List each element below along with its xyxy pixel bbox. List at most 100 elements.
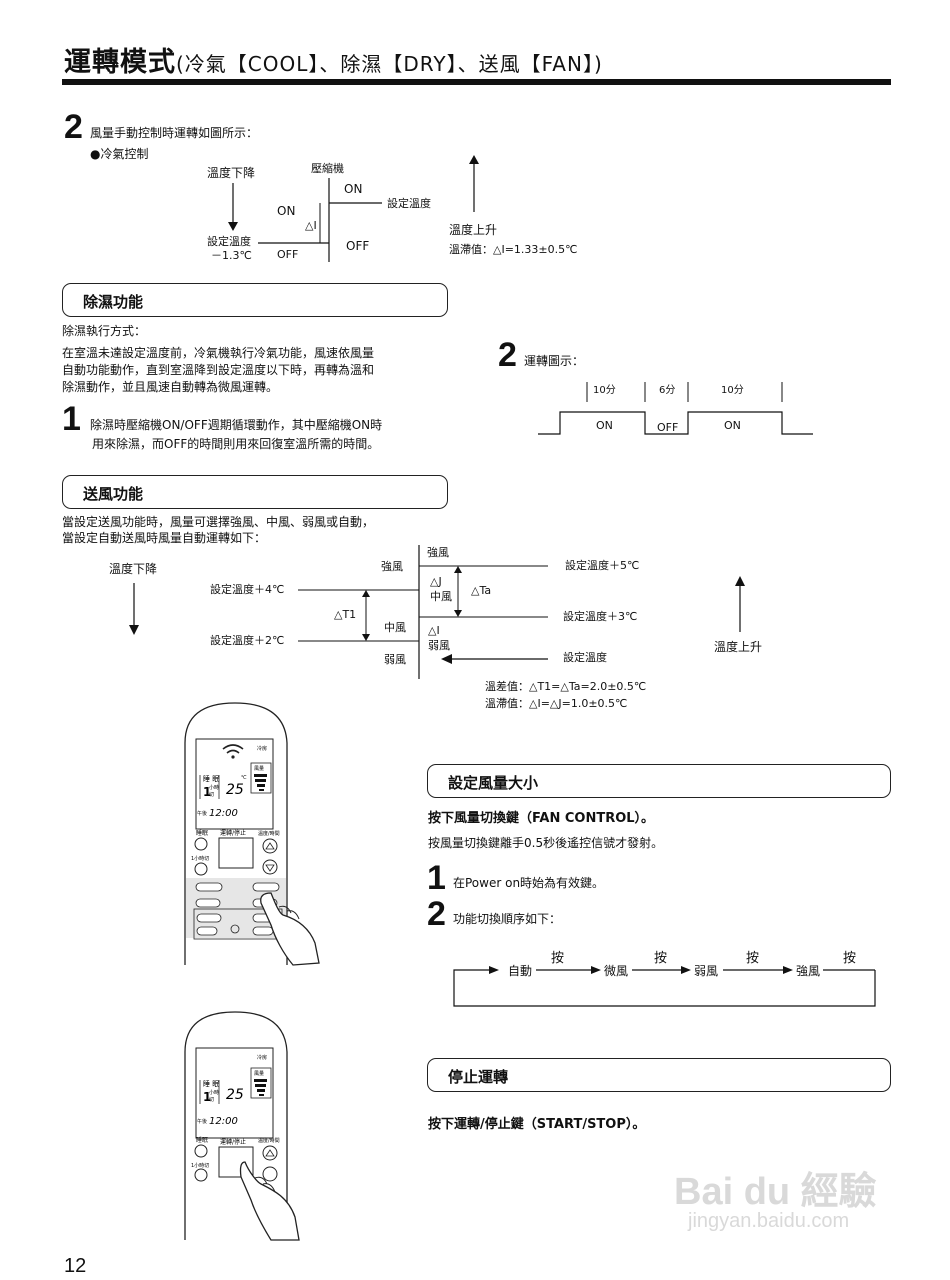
cool-on-top: ON [344,182,363,196]
title-subtitle: (冷氣【COOL】、除濕【DRY】、送風【FAN】) [176,52,603,76]
cycle-strong: 強風 [796,964,821,978]
fan-delta-ta: △Ta [471,584,492,597]
fan-set-plus4: 設定溫度＋4℃ [210,583,285,596]
svg-text:12:00: 12:00 [209,808,238,819]
svg-text:午後: 午後 [197,810,207,817]
svg-text:睡 眠: 睡 眠 [203,775,219,783]
cycle-press-2: 按 [654,951,668,966]
fan-heading-box: 送風功能 [62,475,448,509]
fanspeed-bold-line: 按下風量切換鍵（FAN CONTROL）。 [428,811,655,826]
cycle-breeze: 微風 [604,964,629,978]
dry-step1-line2: 用來除濕，而OFF的時間則用來回復室溫所需的時間。 [92,437,380,451]
baidu-watermark-url: jingyan.baidu.com [688,1210,850,1232]
dry-step2-number: 2 [498,336,517,374]
svg-text:睡 眠: 睡 眠 [203,1080,219,1088]
remote-illustration-stop: 冷房 睡 眠 1 小時 切 25 風量 午後 12:00 睡眠 1小時切 運轉/… [184,1011,300,1241]
dry-heading: 除濕功能 [83,293,144,311]
fan-set-plus2: 設定溫度＋2℃ [210,634,285,647]
cycle-press-4: 按 [843,951,857,966]
svg-text:1小時切: 1小時切 [191,1162,209,1169]
fan-heading: 送風功能 [83,485,144,503]
svg-text:12:00: 12:00 [209,1116,238,1127]
svg-text:溫度/時間: 溫度/時間 [258,830,280,837]
dry-step2-text: 運轉圖示： [524,354,585,368]
fan-set-temp: 設定溫度 [563,651,607,664]
cool-on-left: ON [277,204,296,218]
svg-text:小時: 小時 [209,784,219,791]
fanspeed-step2-number: 2 [427,895,446,933]
cool-delta-i: △I [305,219,317,232]
dry-paragraph-3: 除濕動作，並且風速自動轉為微風運轉。 [62,380,279,394]
svg-text:小時: 小時 [209,1089,219,1096]
fan-delta-t1: △T1 [334,608,357,621]
fan-temp-down: 溫度下降 [109,562,158,576]
stop-heading: 停止運轉 [448,1068,509,1086]
fan-weak: 弱風 [384,653,406,666]
cycle-press-1: 按 [551,951,565,966]
dry-seg3: 10分 [721,385,744,396]
cool-bullet: ●冷氣控制 [90,147,149,161]
fan-set-plus3: 設定溫度＋3℃ [563,610,638,623]
svg-text:1: 1 [203,785,211,799]
cycle-press-3: 按 [746,951,760,966]
dry-timing-diagram [538,382,813,435]
cool-set-minus-1: 設定溫度 [207,235,251,248]
dry-step1-line1: 除濕時壓縮機ON/OFF週期循環動作，其中壓縮機ON時 [90,418,383,432]
cool-control-diagram [228,155,479,262]
dry-off: OFF [657,421,679,434]
dry-step1-number: 1 [62,400,81,438]
svg-text:冷房: 冷房 [257,745,267,752]
svg-text:1: 1 [203,1090,211,1104]
fan-delta-i: △I [428,624,440,637]
cool-step-text: 風量手動控制時運轉如圖所示： [90,126,259,140]
header-rule [62,79,891,85]
svg-text:運轉/停止: 運轉/停止 [220,829,246,837]
fan-weak-small: 弱風 [428,639,450,652]
cool-off-right: OFF [346,239,370,253]
fan-line2: 當設定自動送風時風量自動運轉如下： [62,531,267,545]
cool-temp-down: 溫度下降 [207,166,256,180]
fanspeed-step1-number: 1 [427,859,446,897]
cool-temp-up: 溫度上升 [449,223,498,237]
dry-heading-box: 除濕功能 [62,283,448,317]
svg-text:℃: ℃ [241,775,247,781]
page-title: 運轉模式(冷氣【COOL】、除濕【DRY】、送風【FAN】) [64,40,603,79]
fan-strong-top: 強風 [427,546,449,559]
fanspeed-step2-text: 功能切換順序如下： [453,912,562,926]
dry-on1: ON [596,419,613,432]
dry-paragraph-1: 在室溫未達設定溫度前，冷氣機執行冷氣功能，風速依風量 [62,346,375,360]
cool-off-left: OFF [277,248,299,261]
fan-cycle-diagram [453,966,876,1007]
svg-text:運轉/停止: 運轉/停止 [220,1138,246,1146]
svg-text:切: 切 [209,791,214,798]
svg-text:冷房: 冷房 [257,1054,267,1061]
cool-set-temp: 設定溫度 [387,197,431,210]
svg-text:切: 切 [209,1096,214,1103]
fan-temp-up: 溫度上升 [714,640,763,654]
svg-text:風量: 風量 [254,765,264,772]
fanspeed-line2: 按風量切換鍵離手0.5秒後遙控信號才發射。 [428,836,664,850]
dry-method-label: 除濕執行方式： [62,324,147,338]
cool-hysteresis: 溫滯值：△I=1.33±0.5℃ [449,243,578,256]
svg-text:溫度/時間: 溫度/時間 [258,1137,280,1144]
stop-heading-box: 停止運轉 [427,1058,891,1092]
title-text: 運轉模式 [64,47,176,78]
cool-step-number: 2 [64,108,83,146]
svg-text:25: 25 [226,782,244,798]
svg-text:1小時切: 1小時切 [191,855,209,862]
cycle-weak: 弱風 [694,964,719,978]
svg-text:睡眠: 睡眠 [196,1136,208,1144]
fanspeed-heading-box: 設定風量大小 [427,764,891,798]
stop-bold-line: 按下運轉/停止鍵（START/STOP）。 [428,1117,646,1132]
fanspeed-step1-text: 在Power on時始為有效鍵。 [453,876,605,890]
fan-mid-small: 中風 [430,590,452,603]
fan-strong: 強風 [381,560,403,573]
fan-mid: 中風 [384,621,406,634]
dry-seg2: 6分 [659,385,676,396]
fan-set-plus5: 設定溫度＋5℃ [565,559,640,572]
fan-line1: 當設定送風功能時，風量可選擇強風、中風、弱風或自動， [62,515,375,529]
svg-text:25: 25 [226,1087,244,1103]
fan-delta-j: △J [430,575,442,588]
dry-seg1: 10分 [593,385,616,396]
dry-on2: ON [724,419,741,432]
